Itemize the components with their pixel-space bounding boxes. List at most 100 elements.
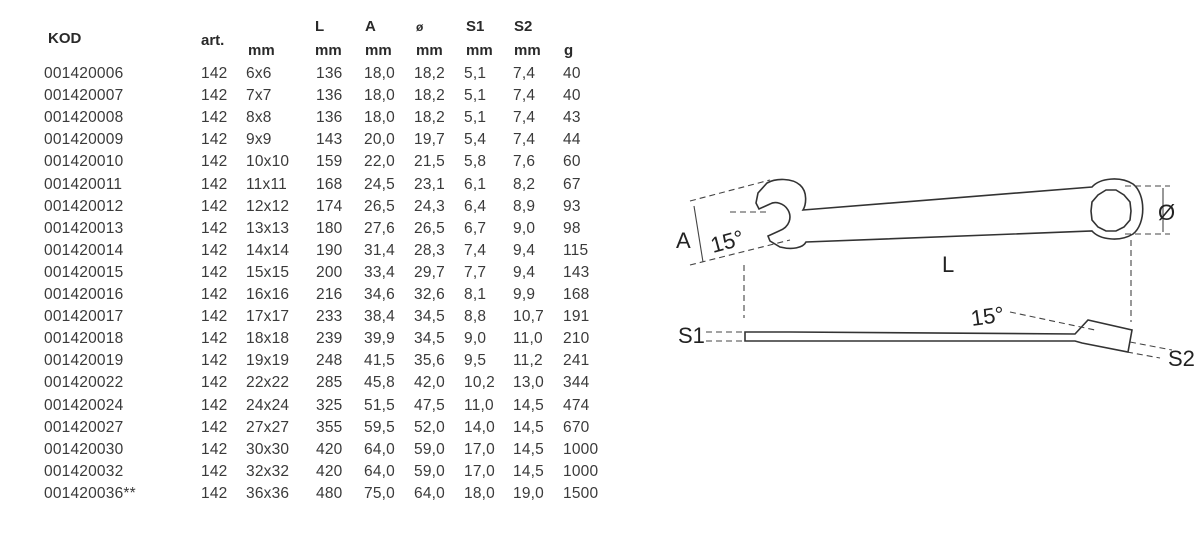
cell-kod: 001420019	[44, 352, 124, 370]
cell-size: 32x32	[246, 462, 290, 480]
cell-kod: 001420032	[44, 462, 124, 480]
unit-diameter: mm	[416, 42, 443, 59]
label-A: A	[676, 228, 691, 253]
cell-s1: 10,2	[464, 374, 495, 392]
cell-kod: 001420010	[44, 153, 124, 171]
cell-size: 19x19	[246, 352, 290, 370]
cell-length: 216	[316, 286, 343, 303]
cell-diameter: 59,0	[414, 462, 445, 480]
unit-L: mm	[315, 42, 342, 59]
cell-diameter: 19,7	[414, 131, 445, 149]
cell-kod: 001420007	[44, 87, 124, 105]
cell-weight: 210	[563, 330, 590, 348]
cell-length: 239	[316, 330, 343, 348]
cell-size: 9x9	[246, 131, 272, 149]
cell-art: 142	[201, 352, 228, 370]
cell-a: 51,5	[364, 396, 395, 414]
cell-weight: 98	[563, 219, 581, 237]
cell-kod: 001420016	[44, 286, 124, 303]
cell-length: 285	[316, 374, 343, 392]
cell-size: 36x36	[246, 484, 290, 502]
header-art: art.	[201, 32, 225, 49]
wrench-top-view	[755, 178, 1144, 250]
cell-a: 59,5	[364, 418, 395, 436]
unit-A: mm	[365, 42, 392, 59]
cell-s2: 11,2	[513, 352, 543, 370]
cell-weight: 1000	[563, 462, 599, 480]
cell-s2: 9,4	[513, 263, 536, 281]
cell-length: 480	[316, 484, 343, 502]
cell-kod: 001420017	[44, 308, 124, 326]
cell-kod: 001420027	[44, 418, 124, 436]
wrench-diagram: A 15° Ø L S1 15° S2	[676, 178, 1195, 371]
cell-a: 18,0	[364, 109, 395, 127]
cell-s2: 11,0	[513, 330, 543, 348]
cell-diameter: 42,0	[414, 374, 445, 392]
cell-diameter: 59,0	[414, 440, 445, 458]
cell-s2: 14,5	[513, 440, 544, 458]
cell-kod: 001420024	[44, 396, 124, 414]
cell-s1: 8,8	[464, 308, 487, 326]
cell-diameter: 47,5	[414, 396, 445, 414]
cell-a: 39,9	[364, 330, 395, 348]
cell-weight: 241	[563, 352, 590, 370]
cell-s2: 7,4	[513, 109, 536, 127]
cell-a: 18,0	[364, 87, 395, 105]
cell-art: 142	[201, 418, 228, 436]
cell-art: 142	[201, 153, 228, 171]
cell-s1: 6,1	[464, 175, 487, 193]
cell-weight: 670	[563, 418, 590, 436]
cell-kod: 001420030	[44, 440, 124, 458]
cell-s1: 17,0	[464, 462, 495, 480]
cell-a: 64,0	[364, 462, 395, 480]
cell-s2: 19,0	[513, 484, 544, 502]
cell-weight: 168	[563, 286, 590, 303]
cell-art: 142	[201, 109, 228, 127]
cell-s1: 17,0	[464, 440, 495, 458]
cell-diameter: 34,5	[414, 308, 445, 326]
cell-kod: 001420008	[44, 109, 124, 127]
cell-size: 18x18	[246, 330, 290, 348]
cell-art: 142	[201, 241, 228, 259]
cell-weight: 474	[563, 396, 590, 414]
cell-diameter: 24,3	[414, 197, 445, 215]
cell-size: 15x15	[246, 263, 290, 281]
cell-diameter: 29,7	[414, 263, 445, 281]
cell-a: 20,0	[364, 131, 395, 149]
cell-diameter: 35,6	[414, 352, 445, 370]
cell-kod: 001420014	[44, 241, 124, 259]
cell-length: 174	[316, 197, 343, 215]
cell-diameter: 23,1	[414, 175, 445, 193]
cell-s2: 7,4	[513, 65, 536, 82]
cell-length: 143	[316, 131, 343, 149]
cell-kod: 001420009	[44, 131, 124, 149]
ring-hole	[1090, 189, 1132, 232]
cell-a: 22,0	[364, 153, 395, 171]
cell-weight: 191	[563, 308, 590, 326]
cell-kod: 001420015	[44, 263, 124, 281]
cell-size: 12x12	[246, 197, 290, 215]
cell-art: 142	[201, 87, 228, 105]
cell-s2: 14,5	[513, 396, 544, 414]
cell-art: 142	[201, 197, 228, 215]
header-A: A	[365, 18, 376, 35]
cell-length: 159	[316, 153, 343, 171]
label-angle-side: 15°	[969, 302, 1005, 331]
cell-a: 41,5	[364, 352, 395, 370]
cell-diameter: 21,5	[414, 153, 445, 171]
cell-weight: 344	[563, 374, 590, 392]
cell-a: 34,6	[364, 286, 395, 303]
header-S2: S2	[514, 18, 533, 35]
cell-length: 420	[316, 440, 343, 458]
label-diameter: Ø	[1158, 200, 1175, 225]
cell-length: 168	[316, 175, 343, 193]
cell-s1: 9,0	[464, 330, 487, 348]
cell-s2: 9,0	[513, 219, 536, 237]
cell-art: 142	[201, 263, 228, 281]
cell-art: 142	[201, 219, 228, 237]
cell-weight: 1500	[563, 484, 599, 502]
cell-s1: 5,1	[464, 109, 487, 127]
cell-diameter: 18,2	[414, 109, 445, 127]
header-diameter: ø	[416, 20, 424, 34]
cell-art: 142	[201, 175, 228, 193]
